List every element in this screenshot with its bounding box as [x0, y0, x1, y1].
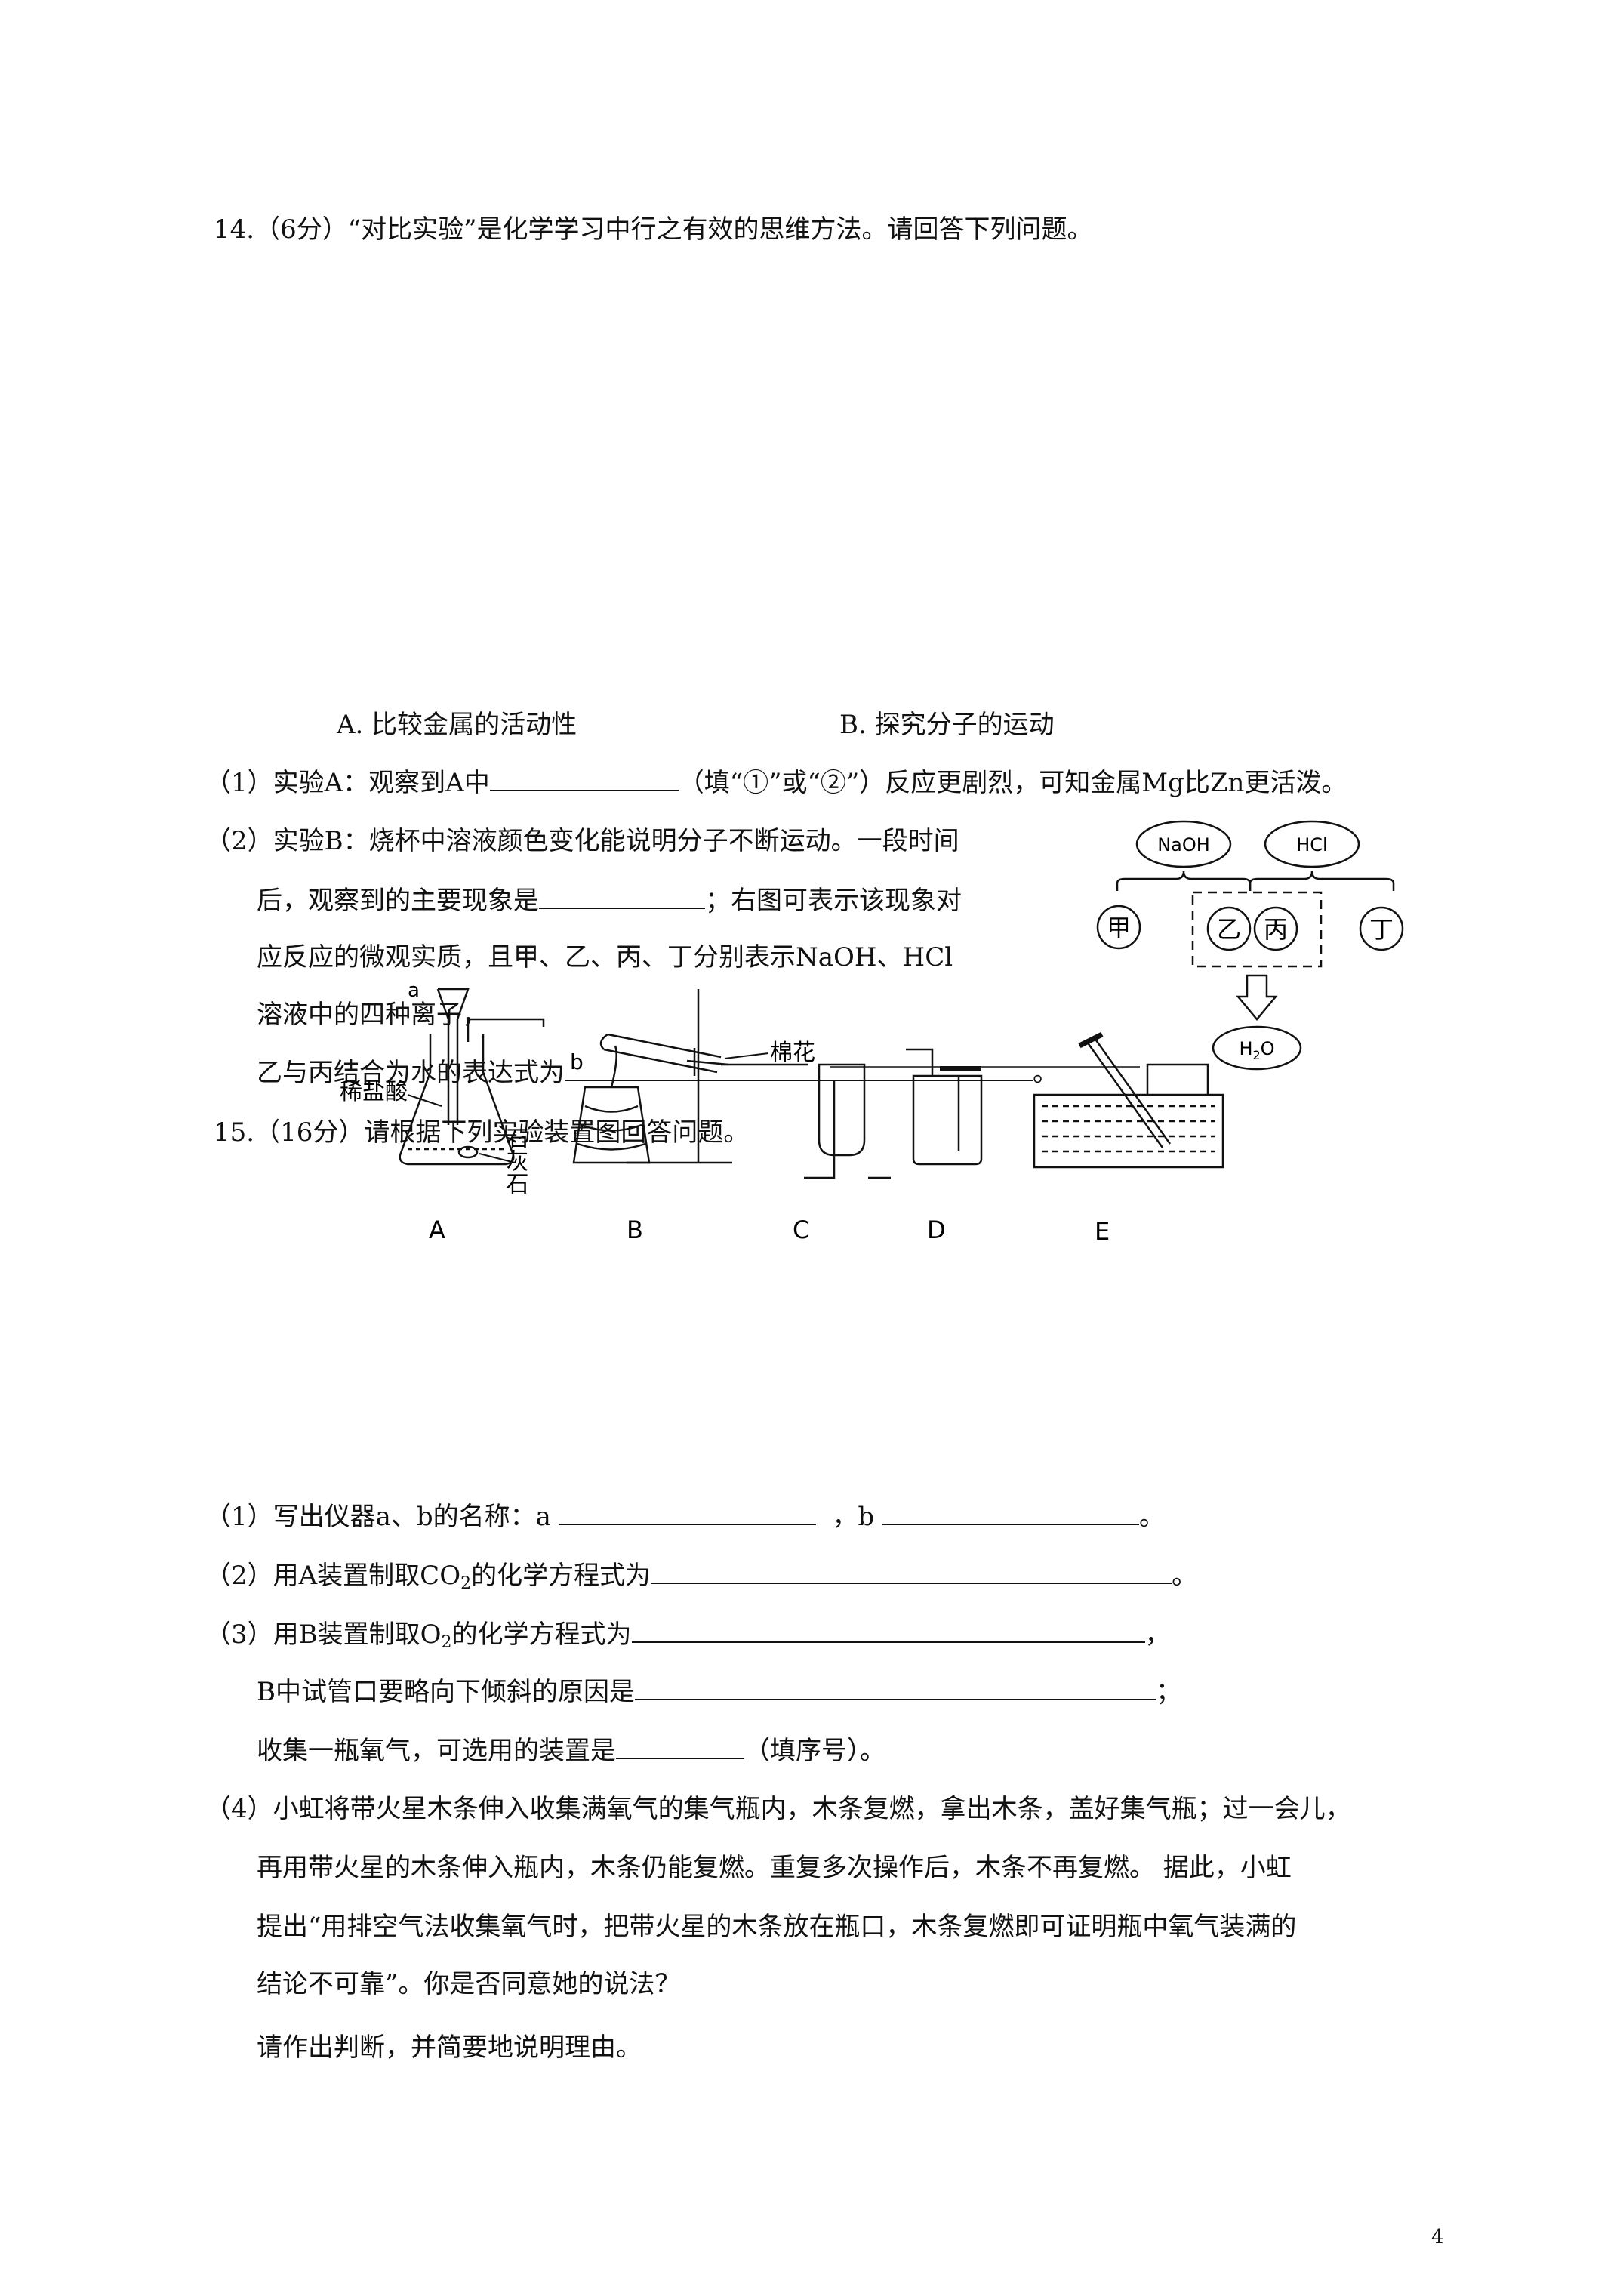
apparatus-label-e: E: [1095, 1217, 1110, 1246]
q14-part1-prefix: （1）实验A：观察到A中: [205, 768, 490, 798]
ion-yi: [1206, 906, 1252, 951]
apparatus-b: [572, 989, 808, 1164]
combine-box: [1191, 891, 1323, 968]
answer-blank-a[interactable]: [559, 1501, 816, 1525]
q15-part4-line2: 再用带火星的木条伸入瓶内，木条仍能复燃。重复多次操作后，木条不再复燃。 据此，小…: [257, 1853, 1292, 1883]
ion-ding: [1359, 906, 1404, 951]
q14-part2-line2: 后，观察到的主要现象是 ；右图可表示该现象对: [257, 885, 962, 916]
q14-part1: （1）实验A：观察到A中 （填“①”或“②”）反应更剧烈，可知金属Mg比Zn更活泼…: [205, 767, 1347, 798]
down-arrow-icon: [1236, 974, 1278, 1021]
q15-part3-end: ，: [1144, 1620, 1171, 1650]
limestone-pointer: [479, 1153, 516, 1163]
ion-ding-label: 丁: [1369, 915, 1394, 944]
q15-title: 15.（16分）请根据下列实验装置图回答问题。: [214, 1117, 750, 1148]
q15-part1-prefix: （1）写出仪器a、b的名称：a: [205, 1502, 551, 1532]
q15-part2-prefix: （2）用A装置制取CO: [205, 1561, 461, 1591]
q15-part4-line5: 请作出判断，并简要地说明理由。: [257, 2032, 642, 2063]
answer-blank-2[interactable]: [539, 885, 705, 909]
answer-blank-3[interactable]: [565, 1057, 1033, 1081]
water-ellipse: [1212, 1025, 1302, 1071]
q15-part1-end: 。: [1138, 1502, 1165, 1532]
apparatus-e: [1033, 1031, 1224, 1169]
cotton-pointer: [724, 1052, 769, 1059]
q15-part3-line3: 收集一瓶氧气，可选用的装置是 （填序号）。: [257, 1735, 885, 1766]
q15-part3-sub: 2: [441, 1633, 452, 1652]
ion-bing: [1253, 906, 1298, 951]
q14-title: 14.（6分）“对比实验”是化学学习中行之有效的思维方法。请回答下列问题。: [214, 214, 1093, 245]
q15-part1: （1）写出仪器a、b的名称：a ，b 。: [205, 1501, 1165, 1532]
q15-part3-line3-prefix: 收集一瓶氧气，可选用的装置是: [257, 1736, 616, 1766]
apparatus-a: [399, 988, 545, 1166]
acid-pointer: [407, 1094, 442, 1107]
answer-blank-b[interactable]: [882, 1501, 1139, 1525]
apparatus-label-b: B: [627, 1216, 643, 1244]
water-label: H2O: [1239, 1038, 1274, 1062]
ion-reaction-diagram: NaOH HCl 甲 乙 丙 丁 H2O: [1096, 820, 1404, 1071]
answer-blank-collect-device[interactable]: [616, 1735, 744, 1759]
q15-part3-line2-end: ；: [1155, 1677, 1181, 1707]
q14-part1-suffix: （填“①”或“②”）反应更剧烈，可知金属Mg比Zn更活泼。: [678, 768, 1347, 798]
q15-part2-text: 的化学方程式为: [471, 1561, 651, 1591]
q15-part2: （2）用A装置制取CO2的化学方程式为 。: [205, 1560, 1197, 1599]
answer-blank-o2-equation[interactable]: [631, 1619, 1145, 1643]
answer-blank-1[interactable]: [489, 767, 679, 791]
answer-blank-tilt-reason[interactable]: [634, 1676, 1156, 1700]
q15-part4-line1: （4）小虹将带火星木条伸入收集满氧气的集气瓶内，木条复燃，拿出木条，盖好集气瓶；…: [205, 1794, 1351, 1824]
cotton-label: 棉花: [770, 1040, 815, 1066]
q15-part3-prefix: （3）用B装置制取O: [205, 1620, 442, 1650]
q15-part4-line4: 结论不可靠”。你是否同意她的说法？: [257, 1969, 681, 1999]
label-b-instrument: b: [570, 1049, 584, 1074]
apparatus-label-d: D: [927, 1216, 946, 1244]
hcl-label: HCl: [1296, 834, 1327, 855]
apparatus-label-a: A: [429, 1216, 445, 1244]
acid-label: 稀盐酸: [340, 1079, 408, 1105]
apparatus-d: [906, 1048, 983, 1166]
ion-yi-label: 乙: [1217, 915, 1241, 944]
apparatus-label-c: C: [793, 1216, 809, 1244]
q15-part2-end: 。: [1172, 1561, 1198, 1591]
caption-a: A. 比较金属的活动性: [337, 710, 577, 740]
q14-part2-line1: （2）实验B：烧杯中溶液颜色变化能说明分子不断运动。一段时间: [205, 826, 959, 856]
q14-part2-line5-text: 乙与丙结合为水的表达式为: [257, 1058, 565, 1088]
naoh-ellipse: [1135, 820, 1232, 868]
apparatus-figure: 稀盐酸 石灰石 b 棉花 A B C D E: [340, 979, 1224, 1246]
apparatus-c: [804, 1063, 891, 1179]
hcl-brace: [1249, 871, 1395, 891]
answer-blank-co2-equation[interactable]: [651, 1560, 1172, 1584]
q14-part2-line5-end: 。: [1033, 1058, 1058, 1088]
q15-part3-line2: B中试管口要略向下倾斜的原因是 ；: [257, 1676, 1181, 1707]
ion-jia: [1096, 905, 1141, 950]
caption-b: B. 探究分子的运动: [839, 710, 1055, 740]
naoh-brace: [1116, 871, 1252, 891]
ion-bing-label: 丙: [1264, 915, 1288, 944]
q15-part3-line3-suffix: （填序号）。: [744, 1736, 885, 1766]
q15-part1-mid: ，b: [832, 1502, 875, 1532]
label-a-instrument: a: [408, 979, 420, 1002]
q14-part2-line5: 乙与丙结合为水的表达式为 。: [257, 1057, 1058, 1088]
ion-jia-label: 甲: [1107, 914, 1131, 942]
q15-part3-line2-text: B中试管口要略向下倾斜的原因是: [257, 1677, 635, 1707]
naoh-label: NaOH: [1157, 834, 1210, 855]
q15-part2-sub: 2: [460, 1574, 472, 1593]
q15-part4-line3: 提出“用排空气法收集氧气时，把带火星的木条放在瓶口，木条复燃即可证明瓶中氧气装满…: [257, 1912, 1297, 1942]
q14-part2-line2-suffix: ；右图可表示该现象对: [705, 886, 962, 916]
q14-part2-line2-prefix: 后，观察到的主要现象是: [257, 886, 539, 916]
q15-part3-line1: （3）用B装置制取O2的化学方程式为 ，: [205, 1619, 1171, 1658]
hcl-ellipse: [1264, 820, 1360, 868]
page-number: 4: [1431, 2226, 1444, 2248]
q15-part3-text: 的化学方程式为: [451, 1620, 632, 1650]
q14-part2-line3: 应反应的微观实质，且甲、乙、丙、丁分别表示NaOH、HCl: [257, 942, 953, 972]
